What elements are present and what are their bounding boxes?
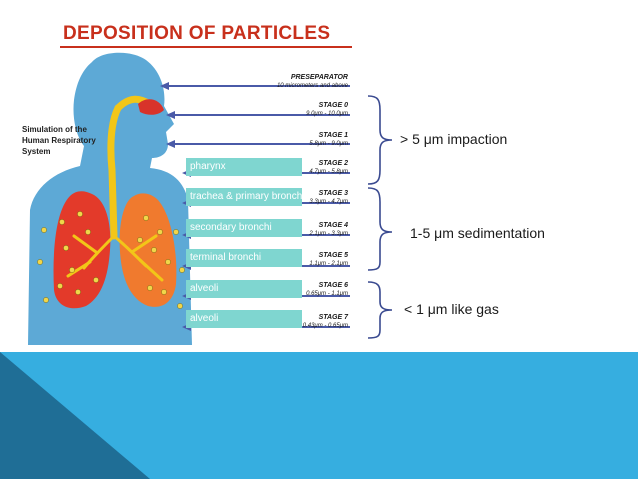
alveolus-dot bbox=[43, 297, 49, 303]
alveolus-dot bbox=[93, 277, 99, 283]
alveolus-dot bbox=[165, 259, 171, 265]
alveolus-dot bbox=[69, 267, 75, 273]
slide-title: DEPOSITION OF PARTICLES bbox=[63, 23, 331, 44]
trachea bbox=[107, 104, 122, 240]
stage-name: STAGE 5 bbox=[318, 252, 348, 259]
airways bbox=[66, 95, 164, 282]
region-label: trachea & primary bronchi bbox=[186, 188, 305, 206]
stage-name: STAGE 7 bbox=[318, 314, 348, 321]
alveolus-dot bbox=[37, 259, 43, 265]
stage-name: STAGE 6 bbox=[318, 282, 348, 289]
stage-name: STAGE 4 bbox=[318, 222, 348, 229]
alveolus-dot bbox=[137, 237, 143, 243]
alveolus-dot bbox=[147, 285, 153, 291]
title-underline bbox=[60, 46, 352, 48]
bracket-gas bbox=[367, 281, 393, 339]
stage-range: 4.7μm - 5.8μm bbox=[309, 169, 348, 175]
alveolus-dot bbox=[161, 289, 167, 295]
alveolus-dot bbox=[173, 229, 179, 235]
stage-range: 5.8μm - 9.0μm bbox=[309, 141, 348, 147]
alveolus-dot bbox=[77, 211, 83, 217]
stage-range: 3.3μm - 4.7μm bbox=[309, 199, 348, 205]
stage-name: STAGE 2 bbox=[318, 160, 348, 167]
group-label-impaction: > 5 μm impaction bbox=[400, 131, 508, 147]
alveolus-dot bbox=[41, 227, 47, 233]
bracket-sedimentation bbox=[367, 187, 393, 271]
region-label: alveoli bbox=[186, 310, 302, 328]
alveolus-dot bbox=[59, 219, 65, 225]
footer-dark-triangle bbox=[0, 352, 150, 479]
stage-name: STAGE 3 bbox=[318, 190, 348, 197]
nasal-cavity bbox=[138, 99, 164, 115]
arrow-head bbox=[166, 140, 175, 148]
simulation-label-line-2: Human Respiratory bbox=[22, 136, 96, 145]
stage-name: STAGE 0 bbox=[318, 102, 348, 109]
region-label: terminal bronchi bbox=[186, 249, 302, 267]
bronchi-branch bbox=[66, 234, 164, 282]
group-label-gas: < 1 μm like gas bbox=[404, 301, 499, 317]
alveolus-dot bbox=[85, 229, 91, 235]
alveolus-dot bbox=[143, 215, 149, 221]
bracket-impaction bbox=[367, 95, 393, 185]
alveolus-dot bbox=[179, 267, 185, 273]
region-label: alveoli bbox=[186, 280, 302, 298]
stage-range: 2.1μm - 3.3μm bbox=[309, 231, 348, 237]
alveolus-dot bbox=[157, 229, 163, 235]
arrow-head bbox=[160, 82, 169, 90]
stage-range: 9.0μm - 10.0μm bbox=[306, 111, 348, 117]
stage-range: 0.43μm - 0.65μm bbox=[302, 323, 348, 329]
simulation-label-line-1: Simulation of the bbox=[22, 125, 87, 134]
alveoli-dots bbox=[37, 211, 185, 309]
footer-light-panel bbox=[0, 352, 638, 479]
alveolus-dot bbox=[75, 289, 81, 295]
stage-range: 10 micrometers and above bbox=[276, 83, 348, 89]
simulation-label: Simulation of the Human Respiratory Syst… bbox=[22, 124, 96, 157]
group-label-sedimentation: 1-5 μm sedimentation bbox=[410, 225, 545, 241]
alveolus-dot bbox=[63, 245, 69, 251]
region-label: secondary bronchi bbox=[186, 219, 302, 237]
stage-name: PRESEPARATOR bbox=[290, 74, 348, 81]
simulation-label-line-3: System bbox=[22, 147, 51, 156]
stage-range: 1.1μm - 2.1μm bbox=[309, 261, 348, 267]
alveolus-dot bbox=[177, 303, 183, 309]
stage-range: 0.65μm - 1.1μm bbox=[306, 291, 348, 297]
stage-name: STAGE 1 bbox=[318, 132, 348, 139]
alveolus-dot bbox=[57, 283, 63, 289]
arrow-head bbox=[166, 111, 175, 119]
region-label: pharynx bbox=[186, 158, 302, 176]
alveolus-dot bbox=[151, 247, 157, 253]
